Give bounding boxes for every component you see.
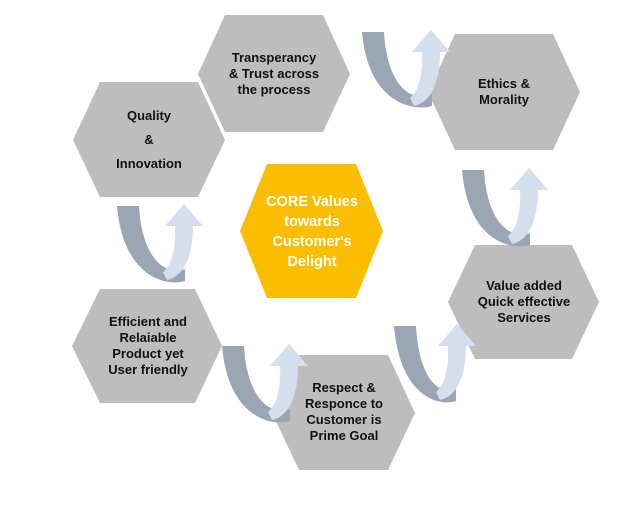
value-respect-line-4: Prime Goal (309, 428, 379, 443)
value-respect-label: Respect & Responce to Customer is Prime … (283, 372, 405, 452)
core-values-label: CORE Values towards Customer's Delight (252, 180, 372, 284)
curved-arrow-4 (222, 344, 308, 423)
hexagon-quality (73, 82, 225, 197)
core-line-2: towards (284, 214, 340, 230)
hexagon-respect (272, 355, 415, 470)
hexagon-efficient (72, 289, 222, 403)
value-respect-line-3: Customer is (306, 412, 382, 427)
value-ethics-line-2: Morality (479, 92, 529, 107)
value-quality-line-3: Innovation (116, 156, 182, 171)
core-line-1: CORE Values (266, 194, 358, 210)
value-efficient-line-2: Relaiable (119, 330, 177, 345)
value-value-added-line-3: Services (497, 310, 551, 325)
hexagon-core (240, 164, 383, 298)
core-line-3: Customer's (272, 234, 352, 250)
value-transparency-line-1: Transperancy (231, 50, 317, 65)
value-transparency-line-3: the process (237, 82, 311, 97)
value-value-added-line-1: Value added (486, 278, 562, 293)
value-quality-line-1: Quality (126, 108, 172, 123)
hexagon-transparency (198, 15, 350, 132)
value-efficient-line-1: Efficient and (108, 314, 187, 329)
value-value-added-line-2: Quick effective (477, 294, 571, 309)
value-transparency-line-2: & Trust across (228, 66, 320, 81)
hexagon-value-added (448, 245, 599, 359)
value-quality-line-2: & (144, 132, 154, 147)
curved-arrow-2 (462, 168, 548, 247)
core-line-4: Delight (287, 254, 337, 270)
value-ethics-label: Ethics & Morality (434, 54, 574, 130)
value-efficient-line-4: User friendly (108, 362, 188, 377)
curved-arrow-3 (117, 204, 203, 283)
value-efficient-label: Efficient and Relaiable Product yet User… (78, 306, 218, 386)
value-efficient-line-3: Product yet (112, 346, 184, 361)
value-transparency-label: Transperancy & Trust across the process (204, 36, 344, 112)
value-respect-line-2: Responce to (304, 396, 383, 411)
curved-arrow-1 (362, 30, 450, 108)
hexagon-ethics (428, 34, 580, 150)
curved-arrow-5 (394, 324, 476, 403)
value-ethics-line-1: Ethics & (477, 76, 530, 91)
value-value-added-label: Value added Quick effective Services (454, 264, 594, 340)
value-quality-label: Quality & Innovation (79, 98, 219, 182)
value-respect-line-1: Respect & (312, 380, 376, 395)
